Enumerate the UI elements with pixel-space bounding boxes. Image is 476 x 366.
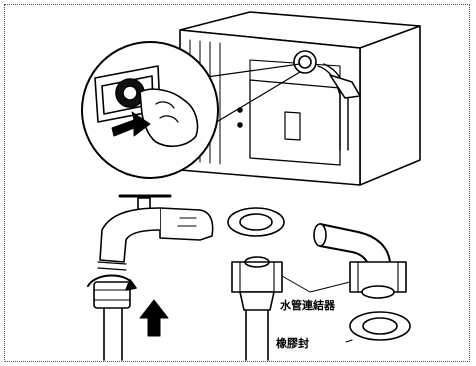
rubber-washer-label: 橡膠封 [276, 338, 309, 349]
water-faucet [88, 196, 213, 360]
hose-connector-label: 水管連結器 [280, 300, 335, 311]
hose-connector-parts [228, 208, 410, 360]
